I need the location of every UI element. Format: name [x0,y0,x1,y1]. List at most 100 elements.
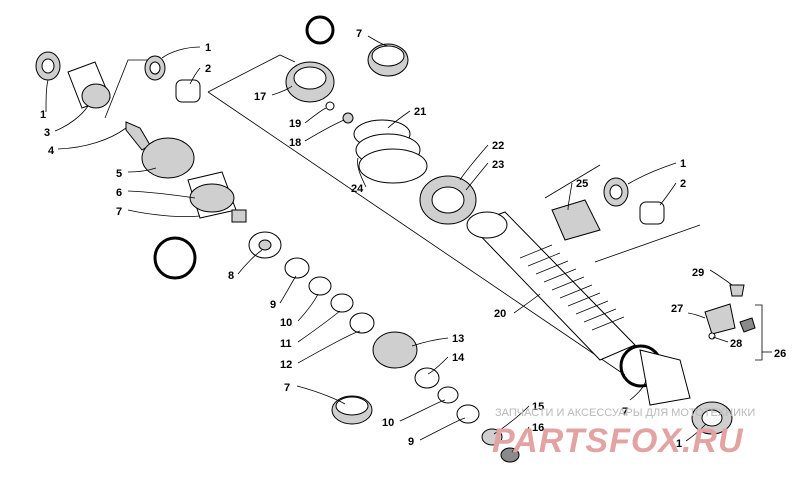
frame-line-top [207,54,296,93]
o-ring-left [153,236,197,280]
callout-6: 6 [116,187,122,199]
valve-19 [325,101,335,111]
washer-14 [414,367,440,389]
valve-core-18 [342,112,354,124]
leader-10a [297,293,319,322]
leader-14 [427,356,449,375]
bracket-26 [755,304,763,361]
leader-7d [629,379,647,401]
callout-21: 21 [414,106,426,118]
callout-9: 9 [408,436,414,448]
leader-3 [54,105,89,132]
callout-12: 12 [280,359,292,371]
lower-eyelet [639,349,691,406]
eyelet-sleeve-end [81,83,111,109]
callout-13: 13 [452,333,464,345]
leader-lines [45,35,772,453]
leader-1b [45,79,49,113]
reservoir-assembly [285,15,477,225]
leader-12 [297,330,361,364]
callout-20: 20 [494,308,506,320]
leader-24 [357,157,367,188]
leader-9b [419,417,466,441]
washer-8-hole [258,239,272,251]
leader-1d [685,423,707,442]
spacer-2a [175,79,201,103]
leader-7c [367,35,389,47]
leader-25 [567,182,573,211]
ball-28a [708,332,716,340]
leader-18 [304,119,345,142]
callout-7: 7 [622,406,628,418]
spring-28 [739,317,756,333]
watermark-logo: PARTSFOX.RU [492,422,744,460]
leader-28 [712,336,729,343]
leader-17 [271,85,293,96]
callout-14: 14 [452,352,465,364]
shim-9a [284,257,310,279]
frame-line-center [207,91,626,376]
shim-9b [456,404,480,424]
callout-24: 24 [351,183,364,195]
seal-24 [358,148,428,184]
leader-19 [304,107,327,124]
cap-25 [551,199,601,241]
shim-10b [437,386,459,404]
callout-22: 22 [492,140,504,152]
adjuster-assembly [704,284,763,361]
callout-16: 16 [532,422,544,434]
nut-16 [500,447,520,463]
shaft-end [125,121,151,151]
knob-27 [704,303,736,335]
bushing-top-left-hole [41,58,55,74]
callout-10: 10 [280,317,292,329]
bushing-1c-hole [609,184,623,200]
leader-29 [709,269,733,286]
leader-13 [411,337,449,347]
shaft-assembly [35,51,247,280]
seal-ring-7c-inner [371,45,405,67]
watermark: ЗАПЧАСТИ И АКСЕССУАРЫ ДЛЯ МОТОТЕХНИКИ PA… [492,407,755,460]
callout-11: 11 [280,338,292,350]
leader-2b [659,182,677,206]
spring-coils [519,244,625,331]
leader-20 [513,293,541,314]
callout-23: 23 [492,159,504,171]
shock-body [466,177,733,435]
leader-27 [687,312,706,319]
leader-2a [189,67,201,85]
leader-15 [493,405,530,435]
callout-4: 4 [48,145,55,157]
leader-1a [161,46,201,59]
shaft-thread [231,209,247,223]
leader-8 [237,249,263,275]
callout-8: 8 [228,270,234,282]
leader-6 [127,190,196,199]
adjuster-ring-22-hole [431,186,465,214]
callout-labels: 1 2 1 3 4 5 6 7 8 9 10 11 12 7 13 14 10 … [40,28,786,450]
callout-17: 17 [254,91,266,103]
o-ring-top [305,15,335,45]
bushing-1a-hole [149,61,161,75]
callout-7: 7 [284,382,290,394]
frame-line-cap [544,164,601,199]
leader-11 [297,310,341,343]
callout-5: 5 [116,168,122,180]
watermark-text: ЗАПЧАСТИ И АКСЕССУАРЫ ДЛЯ МОТОТЕХНИКИ [495,407,755,419]
shaft-bumper [141,137,195,179]
callout-27: 27 [671,303,683,315]
leader-1c [627,162,677,185]
callout-7: 7 [116,206,122,218]
callout-1: 1 [676,438,682,450]
leader-10b [399,399,446,422]
callout-26: 26 [774,348,786,360]
callout-10: 10 [382,417,394,429]
leader-4 [57,127,127,150]
shim-11 [330,293,354,313]
callout-3: 3 [44,127,50,139]
callout-7: 7 [356,28,362,40]
callout-19: 19 [289,118,301,130]
callout-25: 25 [576,178,588,190]
callout-2: 2 [205,63,211,75]
